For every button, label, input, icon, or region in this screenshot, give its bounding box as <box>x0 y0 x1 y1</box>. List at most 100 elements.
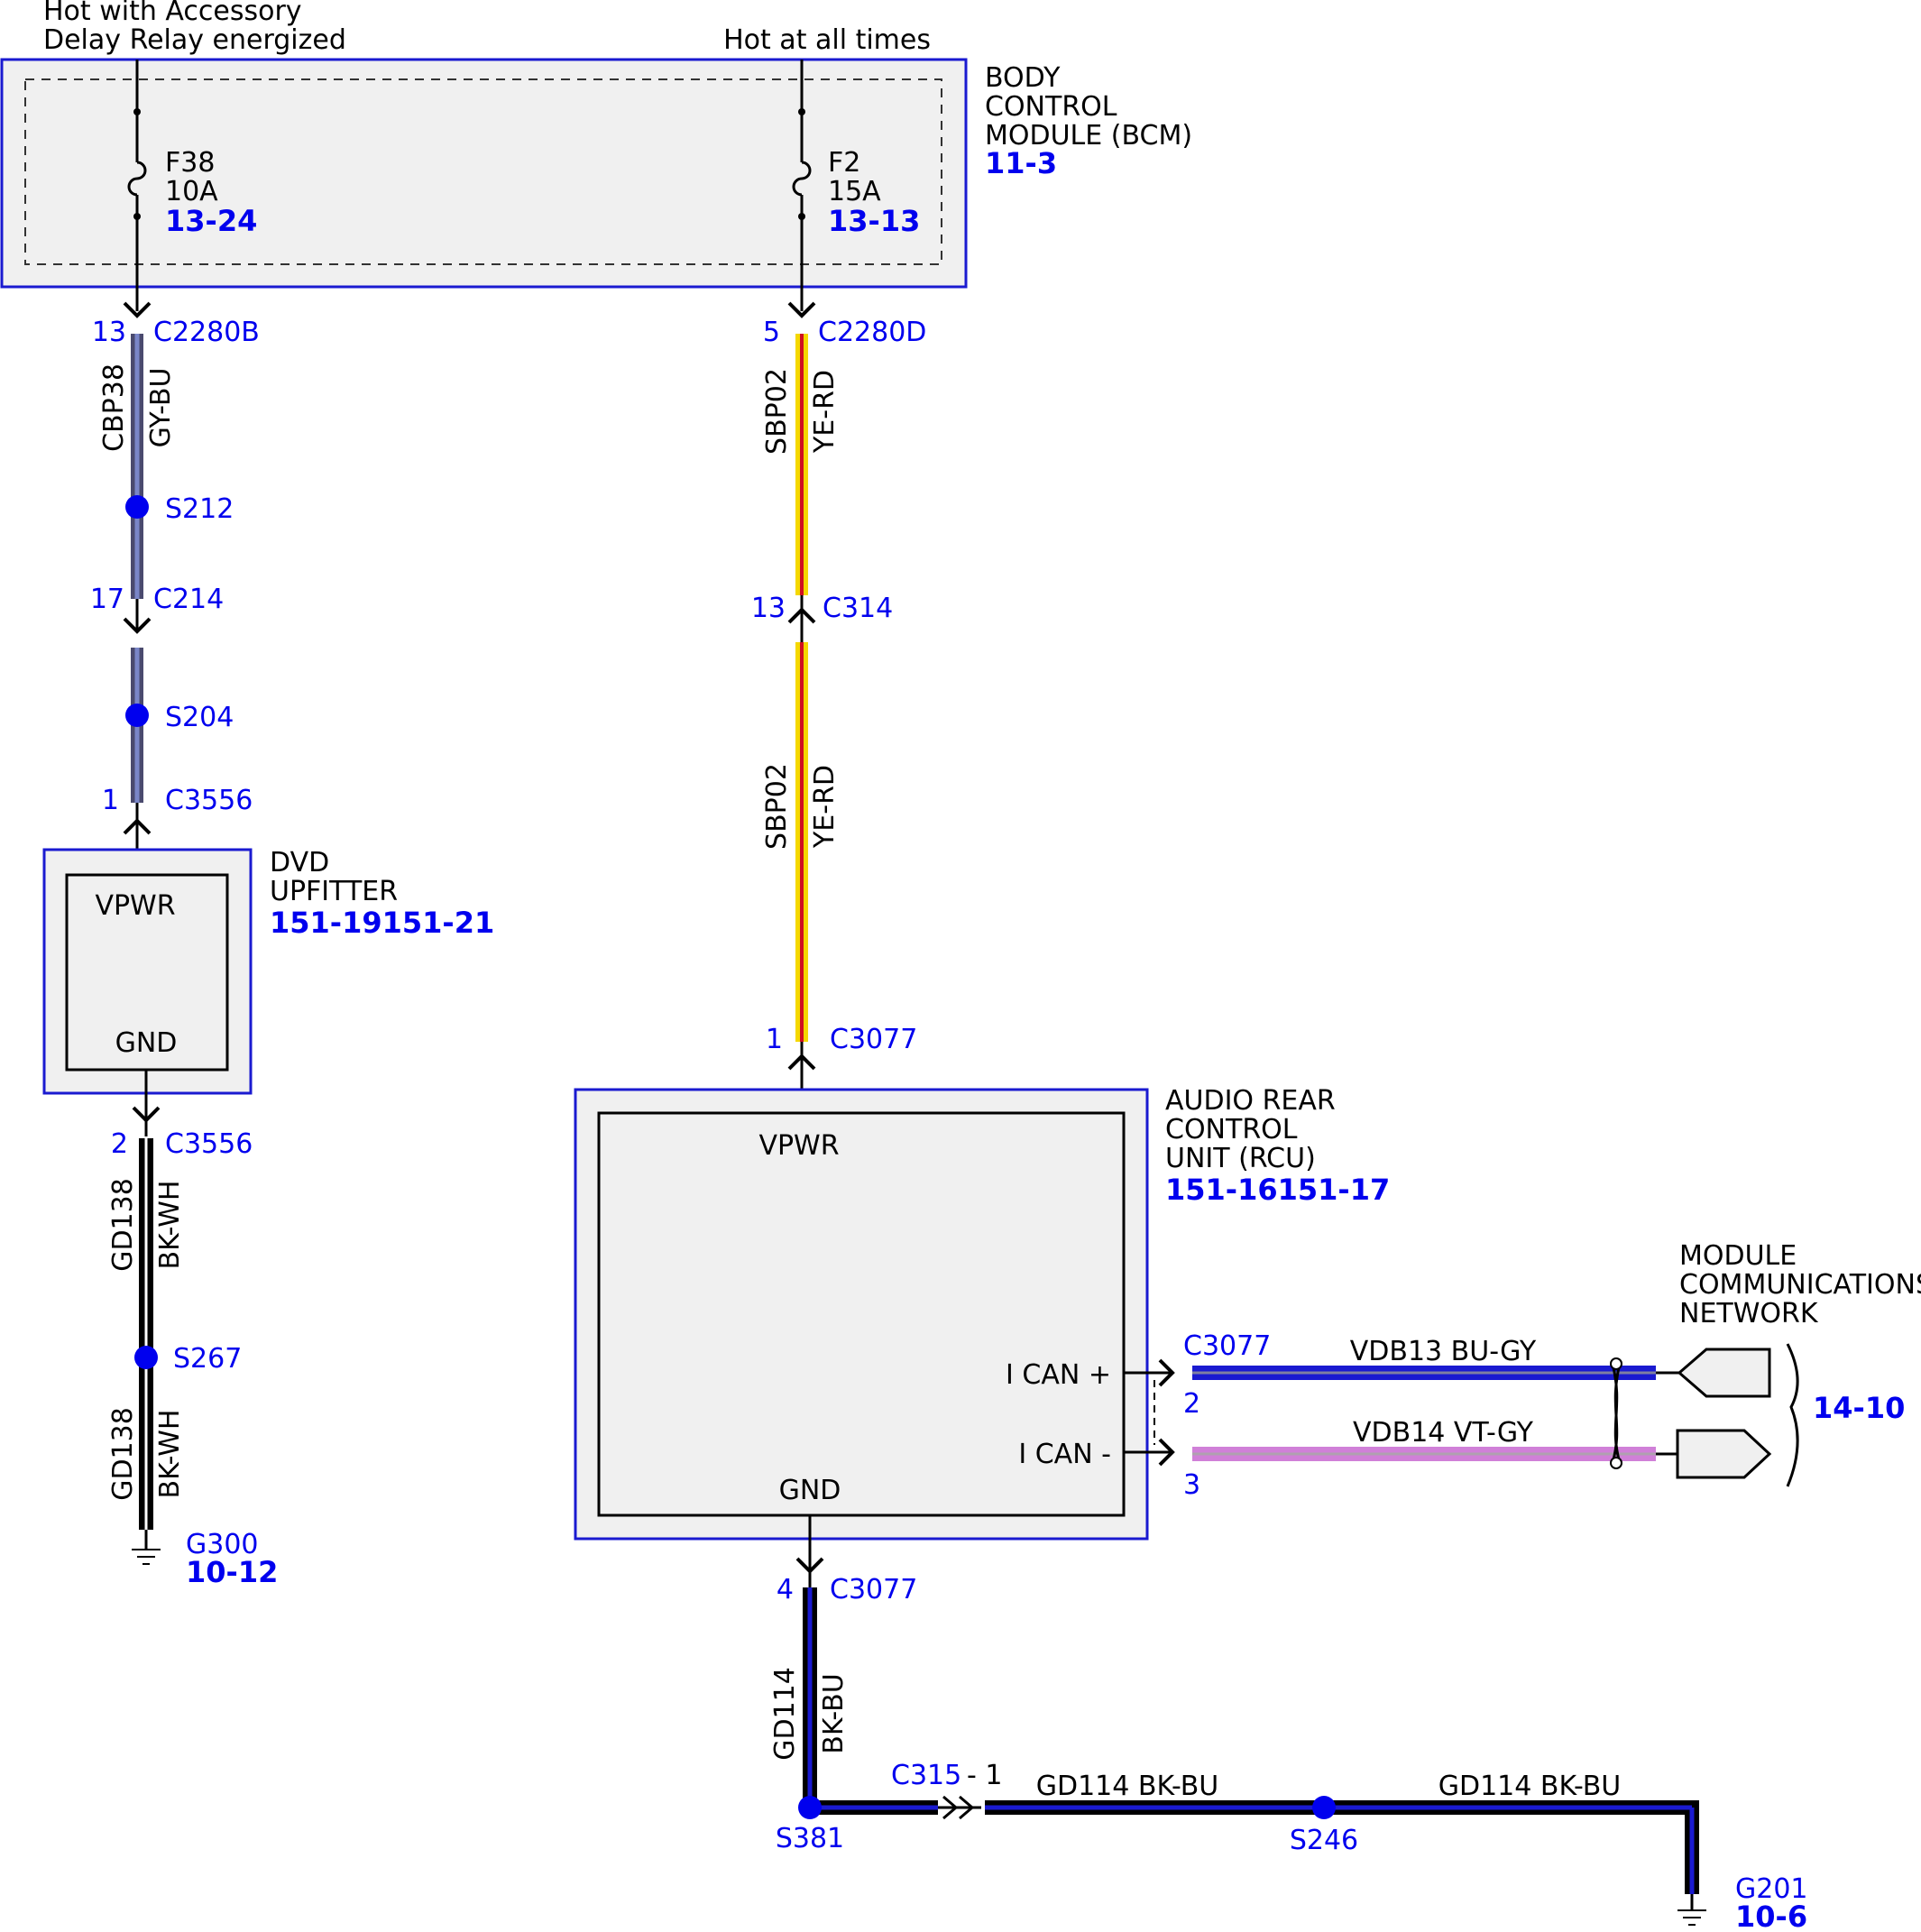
connector-c314-pin: 13 <box>751 593 786 624</box>
ground-g201-name: G201 <box>1735 1873 1808 1905</box>
ground-g201-icon <box>1677 1894 1706 1926</box>
connector-c214-name[interactable]: C214 <box>153 584 224 615</box>
connector-c315-pin: - 1 <box>967 1760 1002 1791</box>
connector-can-plus-symbol <box>1158 1358 1175 1387</box>
bcm-ref[interactable]: 11-3 <box>985 146 1057 180</box>
connector-c2280b-name[interactable]: C2280B <box>153 317 260 348</box>
dvd-pin-vpwr: VPWR <box>95 890 175 922</box>
connector-c3077-can-pin-minus: 3 <box>1183 1469 1200 1501</box>
connector-c3077-can-name[interactable]: C3077 <box>1183 1330 1271 1362</box>
splice-s246-dot[interactable] <box>1312 1796 1336 1819</box>
splice-s267-label: S267 <box>173 1343 242 1375</box>
network-name-2: COMMUNICATIONS <box>1679 1269 1921 1301</box>
bcm-name-3: MODULE (BCM) <box>985 120 1192 152</box>
wire-gd138-color-1: BK-WH <box>154 1181 186 1270</box>
network-in-icon <box>1677 1348 1771 1398</box>
connector-c315-symbol-a <box>942 1795 959 1820</box>
fuse-f38-ref[interactable]: 13-24 <box>165 204 257 238</box>
splice-s204-dot[interactable] <box>125 704 149 727</box>
rcu-pin-gnd: GND <box>779 1475 841 1506</box>
rcu-module[interactable] <box>574 1088 1149 1541</box>
connector-c3556-1-name[interactable]: C3556 <box>165 785 253 816</box>
acc-source-label-2: Delay Relay energized <box>43 24 346 56</box>
network-out-icon <box>1676 1429 1772 1479</box>
fuse-f2-name: F2 <box>828 147 860 179</box>
rcu-name-3: UNIT (RCU) <box>1165 1143 1316 1174</box>
connector-c314-name[interactable]: C314 <box>823 593 893 624</box>
connector-c2280d-symbol <box>787 301 816 318</box>
connector-c3077-4-symbol <box>795 1557 824 1574</box>
connector-c3077-1-name[interactable]: C3077 <box>830 1024 917 1055</box>
wire-vdb14-label: VDB14 VT-GY <box>1353 1417 1534 1449</box>
dvd-pin-gnd: GND <box>115 1027 178 1059</box>
fuse-f2 <box>792 60 812 311</box>
connector-c214-pin: 17 <box>90 584 124 615</box>
wire-gd114-h1-label: GD114 BK-BU <box>1036 1771 1219 1802</box>
network-name-1: MODULE <box>1679 1240 1797 1272</box>
fuse-f38-name: F38 <box>165 147 215 179</box>
wire-sbp02-color-1: YE-RD <box>809 370 841 454</box>
connector-c2280b-symbol <box>123 301 152 318</box>
wire-gd138-circuit-1: GD138 <box>107 1178 139 1272</box>
connector-c315-symbol-b <box>959 1795 975 1820</box>
dvd-name-1: DVD <box>270 847 329 879</box>
wire-vdb13-label: VDB13 BU-GY <box>1350 1336 1537 1367</box>
connector-c3556-1-pin: 1 <box>102 785 119 816</box>
acc-source-label-1: Hot with Accessory <box>43 0 302 27</box>
wire-sbp02-circuit-2: SBP02 <box>761 763 793 850</box>
connector-c3556-2-pin: 2 <box>111 1128 128 1160</box>
connector-c3556-2-name[interactable]: C3556 <box>165 1128 253 1160</box>
connector-c3556-2-symbol <box>132 1106 161 1123</box>
dvd-upfitter-module[interactable] <box>42 848 253 1095</box>
connector-c214-symbol <box>123 617 152 634</box>
wire-gd114-h2-label: GD114 BK-BU <box>1438 1771 1622 1802</box>
wire-gd114-circuit: GD114 <box>769 1667 801 1761</box>
network-brace-icon <box>1786 1343 1799 1487</box>
splice-s212-dot[interactable] <box>125 495 149 519</box>
network-ref[interactable]: 14-10 <box>1813 1391 1905 1425</box>
ground-g300-ref[interactable]: 10-12 <box>186 1555 278 1589</box>
splice-s267-dot[interactable] <box>134 1346 158 1369</box>
connector-c2280b-pin: 13 <box>92 317 126 348</box>
connector-c2280d-name[interactable]: C2280D <box>818 317 926 348</box>
wire-cbp38-color: GY-BU <box>145 368 177 448</box>
bcm-name-2: CONTROL <box>985 91 1117 123</box>
rcu-pin-vpwr: VPWR <box>758 1130 839 1162</box>
connector-c3077-4-pin: 4 <box>777 1574 794 1605</box>
wire-gd138-circuit-2: GD138 <box>107 1407 139 1501</box>
dvd-name-2: UPFITTER <box>270 876 398 907</box>
fuse-f2-ref[interactable]: 13-13 <box>828 204 920 238</box>
wire-gd114[interactable] <box>803 1587 1699 1894</box>
splice-s381-dot[interactable] <box>798 1796 822 1819</box>
wire-gd114-color: BK-BU <box>818 1673 850 1753</box>
ground-g300-name: G300 <box>186 1529 259 1560</box>
bcm-module[interactable] <box>0 58 968 289</box>
connector-c3077-1-pin: 1 <box>766 1024 783 1055</box>
connector-c314-symbol <box>787 607 816 624</box>
twisted-pair-icon <box>1610 1357 1622 1469</box>
ground-g201-ref[interactable]: 10-6 <box>1735 1900 1807 1932</box>
connector-c3556-1-symbol <box>123 818 152 835</box>
bcm-name-1: BODY <box>985 62 1061 94</box>
splice-s246-label: S246 <box>1290 1825 1358 1856</box>
network-name-3: NETWORK <box>1679 1298 1819 1329</box>
fuse-f38-rating: 10A <box>165 176 218 207</box>
hot-source-label: Hot at all times <box>723 24 931 56</box>
connector-c2280d-pin: 5 <box>763 317 780 348</box>
rcu-ref[interactable]: 151-16151-17 <box>1165 1173 1390 1207</box>
wire-sbp02-color-2: YE-RD <box>809 765 841 849</box>
connector-c315-label[interactable]: C315 <box>891 1760 961 1791</box>
splice-s212-label: S212 <box>165 493 234 525</box>
rcu-pin-can-plus: I CAN + <box>1006 1359 1111 1391</box>
splice-s204-label: S204 <box>165 702 234 733</box>
wire-gd138-color-2: BK-WH <box>154 1410 186 1499</box>
dvd-ref[interactable]: 151-19151-21 <box>270 906 494 940</box>
wire-cbp38-circuit: CBP38 <box>98 363 130 452</box>
fuse-f2-rating: 15A <box>828 176 881 207</box>
connector-c3077-4-name[interactable]: C3077 <box>830 1574 917 1605</box>
wire-sbp02-circuit-1: SBP02 <box>761 368 793 455</box>
splice-s381-label: S381 <box>776 1823 844 1854</box>
rcu-pin-can-minus: I CAN - <box>1018 1439 1111 1470</box>
rcu-name-1: AUDIO REAR <box>1165 1085 1336 1117</box>
